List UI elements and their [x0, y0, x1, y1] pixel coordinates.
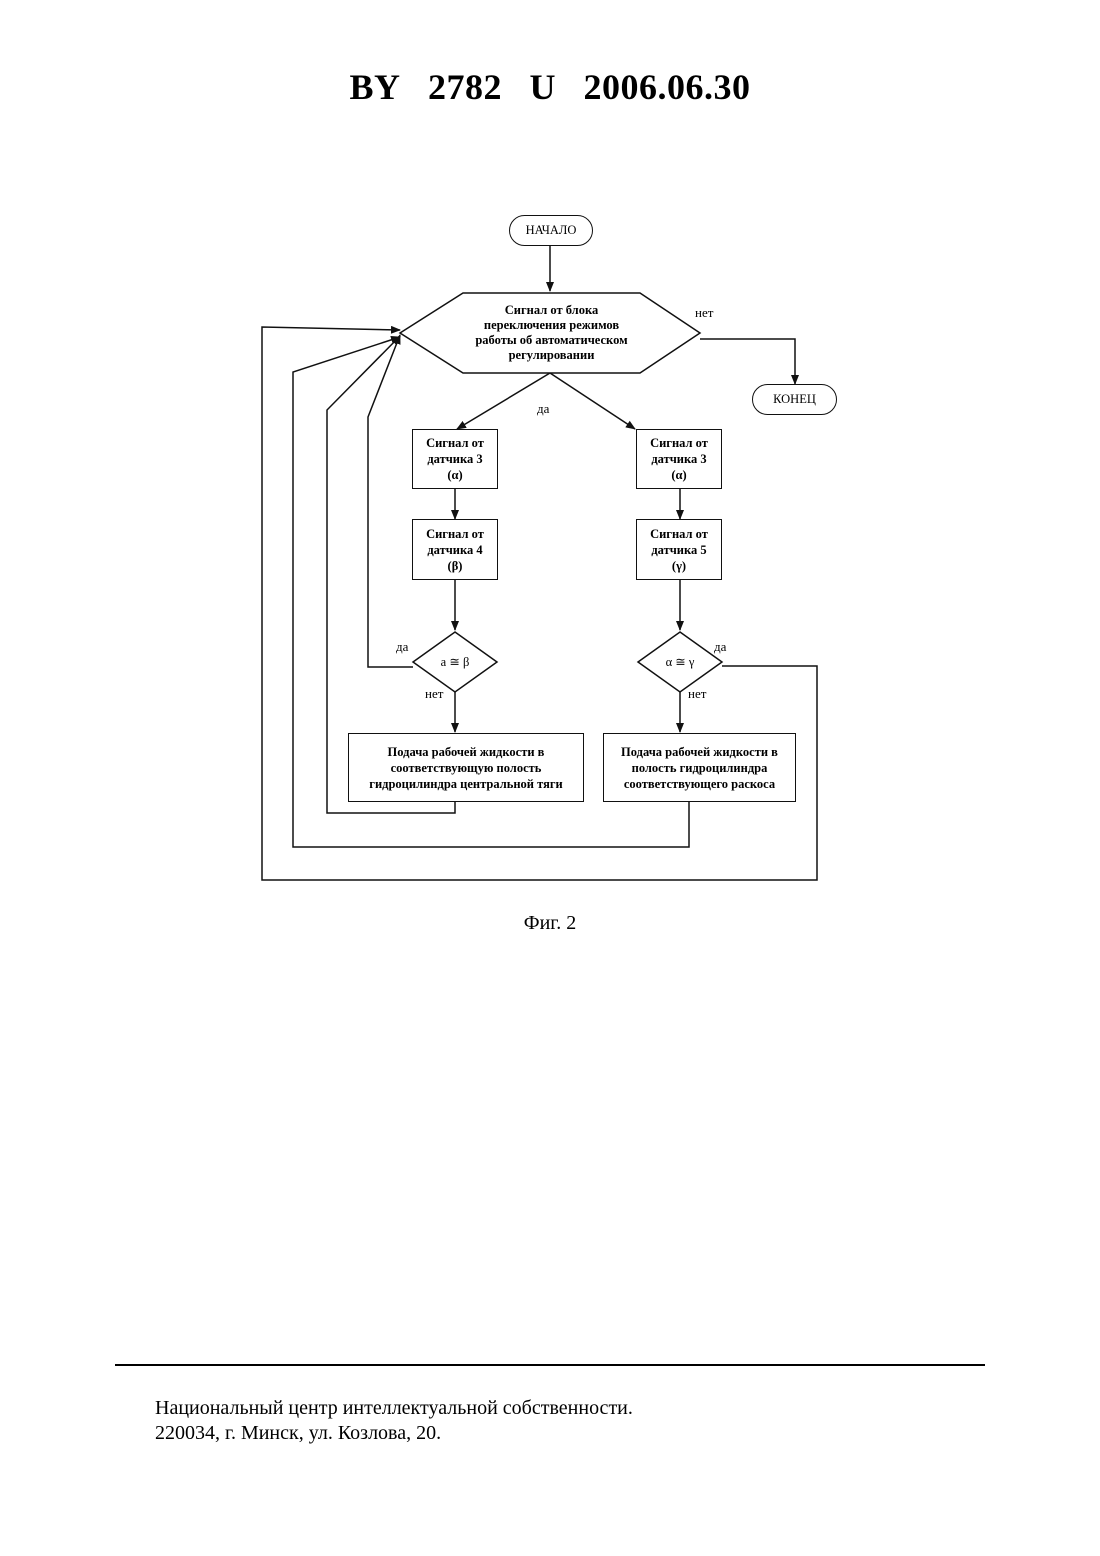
end-terminal: КОНЕЦ — [752, 384, 837, 415]
end-label: КОНЕЦ — [773, 392, 816, 407]
right-sensor-b-line-1: Сигнал от — [650, 526, 708, 542]
right-sensor-a-line-1: Сигнал от — [650, 435, 708, 451]
right-condition-text: α ≅ γ — [650, 652, 710, 672]
right-action-line-3: соответствующего раскоса — [624, 776, 775, 792]
right-sensor-a-box: Сигнал от датчика 3 (α) — [636, 429, 722, 489]
main-decision-line-3: работы об автоматическом — [475, 333, 627, 348]
right-sensor-b-box: Сигнал от датчика 5 (γ) — [636, 519, 722, 580]
flowchart-figure: НАЧАЛО Сигнал от блока переключения режи… — [255, 205, 845, 895]
left-sensor-b-line-1: Сигнал от — [426, 526, 484, 542]
right-yes-label: да — [714, 639, 726, 655]
main-yes-label: да — [537, 401, 549, 417]
document-header: BY 2782 U 2006.06.30 — [0, 66, 1100, 108]
right-sensor-a-line-3: (α) — [671, 467, 686, 483]
main-decision-line-1: Сигнал от блока — [505, 303, 598, 318]
arrow-to-right-branch — [550, 373, 635, 429]
footer-line-2: 220034, г. Минск, ул. Козлова, 20. — [155, 1421, 633, 1446]
right-sensor-b-line-3: (γ) — [672, 558, 686, 574]
left-sensor-a-line-2: датчика 3 — [427, 451, 482, 467]
left-action-box: Подача рабочей жидкости в соответствующу… — [348, 733, 584, 802]
header-country: BY — [349, 67, 400, 107]
right-action-line-2: полость гидроцилиндра — [632, 760, 768, 776]
footer-divider — [115, 1364, 985, 1366]
left-no-label: нет — [425, 686, 443, 702]
footer-line-1: Национальный центр интеллектуальной собс… — [155, 1396, 633, 1421]
left-sensor-a-box: Сигнал от датчика 3 (α) — [412, 429, 498, 489]
left-action-line-2: соответствующую полость — [391, 760, 542, 776]
left-sensor-b-line-3: (β) — [448, 558, 463, 574]
main-no-label: нет — [695, 305, 713, 321]
left-condition-text: a ≅ β — [425, 652, 485, 672]
main-decision-line-2: переключения режимов — [484, 318, 619, 333]
loop-left-yes — [368, 335, 413, 667]
left-sensor-b-line-2: датчика 4 — [427, 542, 482, 558]
start-terminal: НАЧАЛО — [509, 215, 593, 246]
left-action-line-1: Подача рабочей жидкости в — [388, 744, 545, 760]
right-sensor-a-line-2: датчика 3 — [651, 451, 706, 467]
start-label: НАЧАЛО — [526, 223, 577, 238]
right-no-label: нет — [688, 686, 706, 702]
left-sensor-b-box: Сигнал от датчика 4 (β) — [412, 519, 498, 580]
figure-caption: Фиг. 2 — [0, 912, 1100, 935]
header-number: 2782 — [428, 67, 502, 107]
main-decision-line-4: регулировании — [509, 348, 595, 363]
right-sensor-b-line-2: датчика 5 — [651, 542, 706, 558]
left-sensor-a-line-1: Сигнал от — [426, 435, 484, 451]
main-decision-text: Сигнал от блока переключения режимов раб… — [463, 297, 640, 369]
left-yes-label: да — [396, 639, 408, 655]
right-action-box: Подача рабочей жидкости в полость гидроц… — [603, 733, 796, 802]
right-action-line-1: Подача рабочей жидкости в — [621, 744, 778, 760]
left-sensor-a-line-3: (α) — [447, 467, 462, 483]
arrow-no-to-end — [700, 339, 795, 384]
left-action-line-3: гидроцилиндра центральной тяги — [369, 776, 562, 792]
footer: Национальный центр интеллектуальной собс… — [155, 1396, 633, 1446]
header-kind: U — [530, 67, 557, 107]
header-date: 2006.06.30 — [584, 67, 751, 107]
